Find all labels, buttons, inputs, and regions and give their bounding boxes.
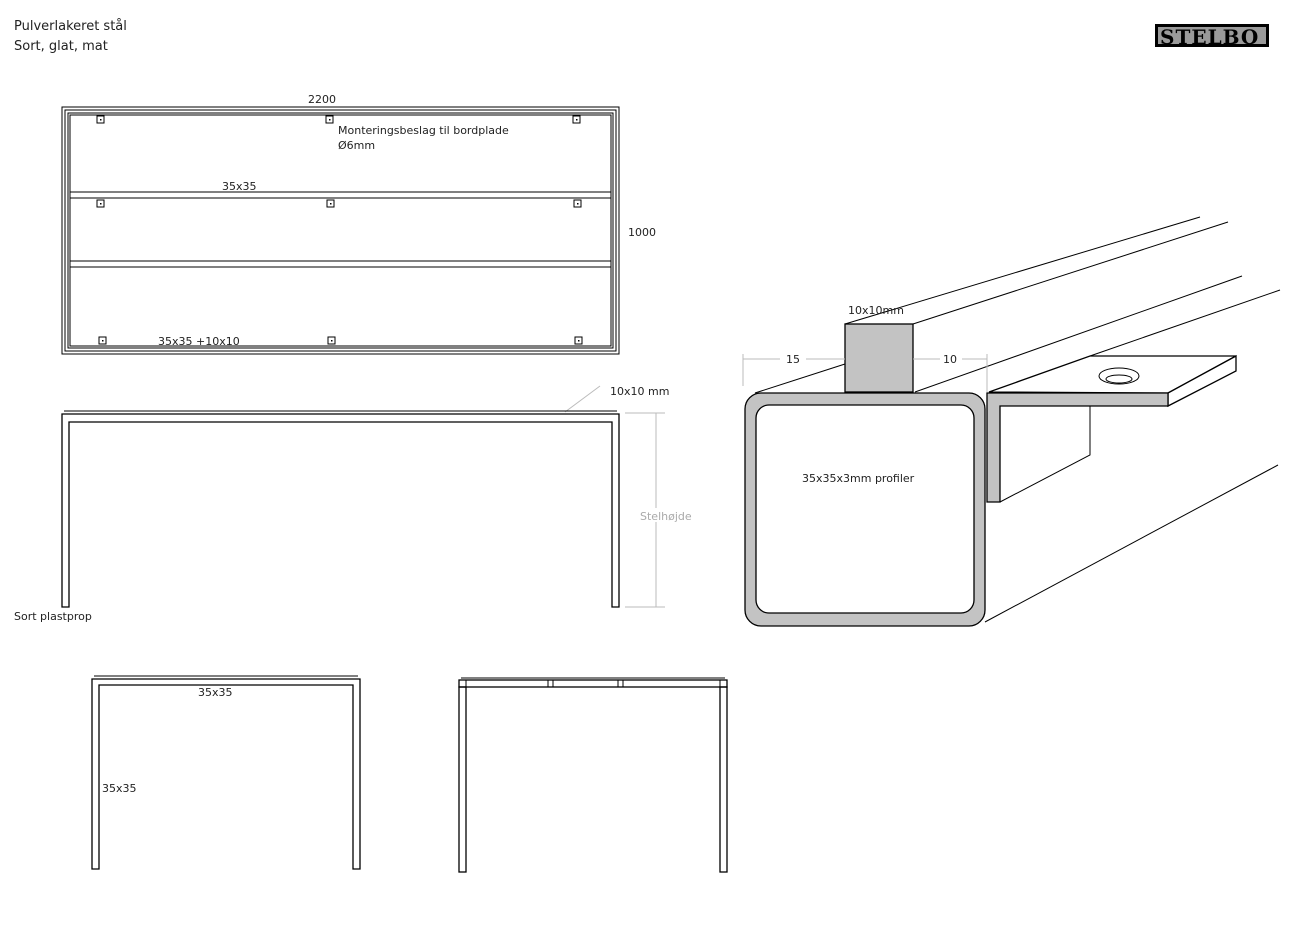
right-offset-dimension: 10 [943, 353, 957, 366]
strip-label: 10x10 mm [610, 385, 669, 398]
end-view-right [458, 677, 728, 873]
height-label: Stelhøjde [640, 510, 692, 523]
width-dimension: 2200 [308, 93, 336, 106]
left-offset-dimension: 15 [786, 353, 800, 366]
bracket-note: Monteringsbeslag til bordplade [338, 124, 509, 137]
foot-label: Sort plastprop [14, 610, 92, 623]
stelbo-logo: STELBO [1155, 24, 1269, 49]
header-line-2: Sort, glat, mat [14, 39, 108, 54]
logo-text: STELBO [1160, 25, 1259, 49]
bracket-hole-note: Ø6mm [338, 139, 375, 152]
bottom-rail-label: 35x35 +10x10 [158, 335, 240, 348]
profile-detail: 10x10mm 15 10 35x35x3mm profiler [742, 216, 1281, 627]
header-line-1: Pulverlakeret stål [14, 19, 127, 34]
depth-dimension: 1000 [628, 226, 656, 239]
end-top-label: 35x35 [198, 686, 233, 699]
crossbar-label: 35x35 [222, 180, 257, 193]
end-leg-label: 35x35 [102, 782, 137, 795]
side-view: 10x10 mm Stelhøjde Sort plastprop [14, 385, 694, 623]
end-view-left: 35x35 35x35 [91, 675, 361, 870]
top-view: 2200 Monteringsbeslag til bordplade Ø6mm… [61, 93, 656, 355]
mounting-bracket-markers [96, 115, 583, 345]
detail-strip-label: 10x10mm [848, 304, 904, 317]
profile-label: 35x35x3mm profiler [802, 472, 915, 485]
